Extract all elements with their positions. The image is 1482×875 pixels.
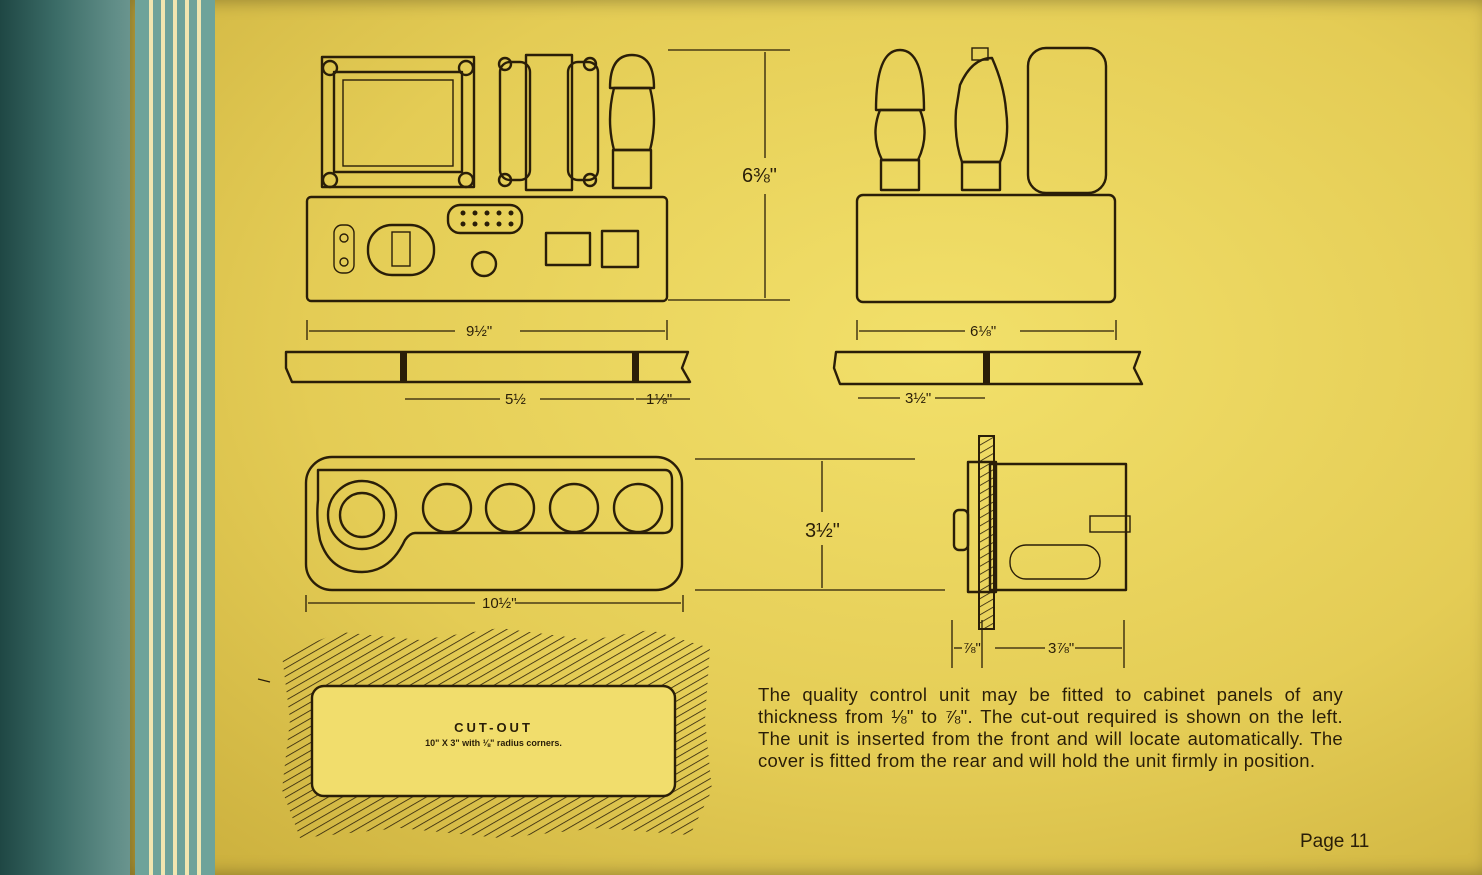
front-base-board [284,350,692,384]
cutout-title: CUT-OUT [454,720,533,735]
dim-panel-height: 3½" [805,520,840,542]
dim-side-span: 3½" [905,390,931,407]
stripe [185,0,189,875]
dim-base-edge: 1⅛" [646,391,672,408]
transformer [320,55,476,189]
dim-panel-thickness: ⅞" [963,640,981,657]
front-view: 9½" 5½ 1⅛" [284,53,692,408]
dim-chassis-height: 6⅜" [742,165,777,187]
panel-front-view: 10½" [304,455,684,612]
panel-height-dimension: 3½" [695,458,945,591]
choke-coils [497,53,600,192]
socket-pins [460,210,514,227]
stripe [149,0,153,875]
dim-panel-length: 10½" [482,595,517,612]
stripe [197,0,201,875]
valve [608,53,656,190]
panel-section-view: ⅞" 3⅞" [951,435,1131,668]
caption-text: The quality control unit may be fitted t… [758,684,1343,771]
dim-base-span: 5½ [505,391,526,408]
stripe [173,0,177,875]
cutout-label: CUT-OUT 10" X 3" with ⅛" radius corners. [312,686,675,796]
cutout-diagram [257,628,712,838]
height-dimension: 6⅜" [668,49,790,301]
front-chassis [305,195,669,303]
page-number: Page 11 [1300,831,1370,852]
side-view: 6⅛" 3½" [832,46,1144,407]
cutout-subtitle: 10" X 3" with ⅛" radius corners. [425,738,562,748]
margin-stripes [135,0,215,875]
dim-chassis-depth: 6⅛" [970,323,996,340]
dim-rear-depth: 3⅞" [1048,640,1074,657]
stripe [161,0,165,875]
dim-chassis-width: 9½" [466,323,492,340]
booklet-binding [0,0,140,875]
